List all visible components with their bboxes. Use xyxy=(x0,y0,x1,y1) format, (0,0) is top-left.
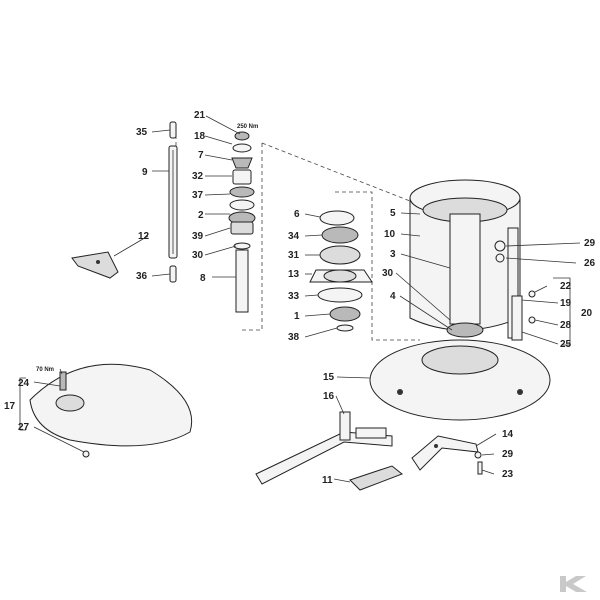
callout-29-bottom: 29 xyxy=(502,449,514,460)
callout-21: 21 xyxy=(194,110,206,121)
callout-20: 20 xyxy=(581,308,593,319)
drive-shaft-9 xyxy=(168,145,178,259)
callout-6: 6 xyxy=(294,209,300,220)
callout-14: 14 xyxy=(502,429,514,440)
bracket-14 xyxy=(411,435,479,471)
pin-36 xyxy=(169,265,177,283)
callout-33: 33 xyxy=(288,291,300,302)
callout-3: 3 xyxy=(390,249,396,260)
callout-30-left: 30 xyxy=(192,250,204,261)
blade-11 xyxy=(349,465,403,491)
side-bracket xyxy=(494,227,536,341)
callout-34: 34 xyxy=(288,231,300,242)
callout-10: 10 xyxy=(384,229,396,240)
cutter-disc-15 xyxy=(369,339,551,421)
callout-9: 9 xyxy=(142,167,148,178)
callout-31: 31 xyxy=(288,250,300,261)
guard-assembly-17 xyxy=(29,363,193,458)
drum-housing xyxy=(409,179,521,338)
callout-12: 12 xyxy=(138,231,150,242)
callout-1: 1 xyxy=(294,311,300,322)
callout-35: 35 xyxy=(136,127,148,138)
callout-29-top: 29 xyxy=(584,238,596,249)
callout-17: 17 xyxy=(4,401,16,412)
callout-39: 39 xyxy=(192,231,204,242)
callout-27: 27 xyxy=(18,422,30,433)
callout-38: 38 xyxy=(288,332,300,343)
callout-36: 36 xyxy=(136,271,148,282)
pin-35 xyxy=(169,121,177,139)
kramp-k-logo-icon xyxy=(560,576,587,592)
assembly-dash-lines xyxy=(175,128,439,341)
callout-28: 28 xyxy=(560,320,572,331)
blade-holder-16 xyxy=(255,411,393,485)
callout-26: 26 xyxy=(584,258,596,269)
callout-13: 13 xyxy=(288,269,300,280)
callout-2: 2 xyxy=(198,210,204,221)
callout-30-right: 30 xyxy=(382,268,394,279)
callout-labels: 21 250 Nm 18 7 32 37 2 39 30 8 35 9 12 3… xyxy=(4,110,596,486)
bearing-stack-middle xyxy=(309,210,373,332)
callout-7: 7 xyxy=(198,150,204,161)
callout-32: 32 xyxy=(192,171,204,182)
callout-5: 5 xyxy=(390,208,396,219)
callout-24: 24 xyxy=(18,378,30,389)
callout-22: 22 xyxy=(560,281,572,292)
leader-lines xyxy=(19,115,581,483)
callout-8: 8 xyxy=(200,273,206,284)
callout-250nm: 250 Nm xyxy=(237,124,258,130)
callout-25: 25 xyxy=(560,339,572,350)
gear-stack-left xyxy=(228,131,256,313)
blade-12 xyxy=(71,251,119,279)
callout-70nm: 70 Nm xyxy=(36,367,54,373)
bolt-29-23 xyxy=(474,451,483,475)
callout-18: 18 xyxy=(194,131,206,142)
callout-4: 4 xyxy=(390,291,396,302)
callout-16: 16 xyxy=(323,391,335,402)
callout-15: 15 xyxy=(323,372,335,383)
callout-37: 37 xyxy=(192,190,204,201)
callout-23: 23 xyxy=(502,469,514,480)
callout-11: 11 xyxy=(322,475,333,486)
callout-19: 19 xyxy=(560,298,572,309)
